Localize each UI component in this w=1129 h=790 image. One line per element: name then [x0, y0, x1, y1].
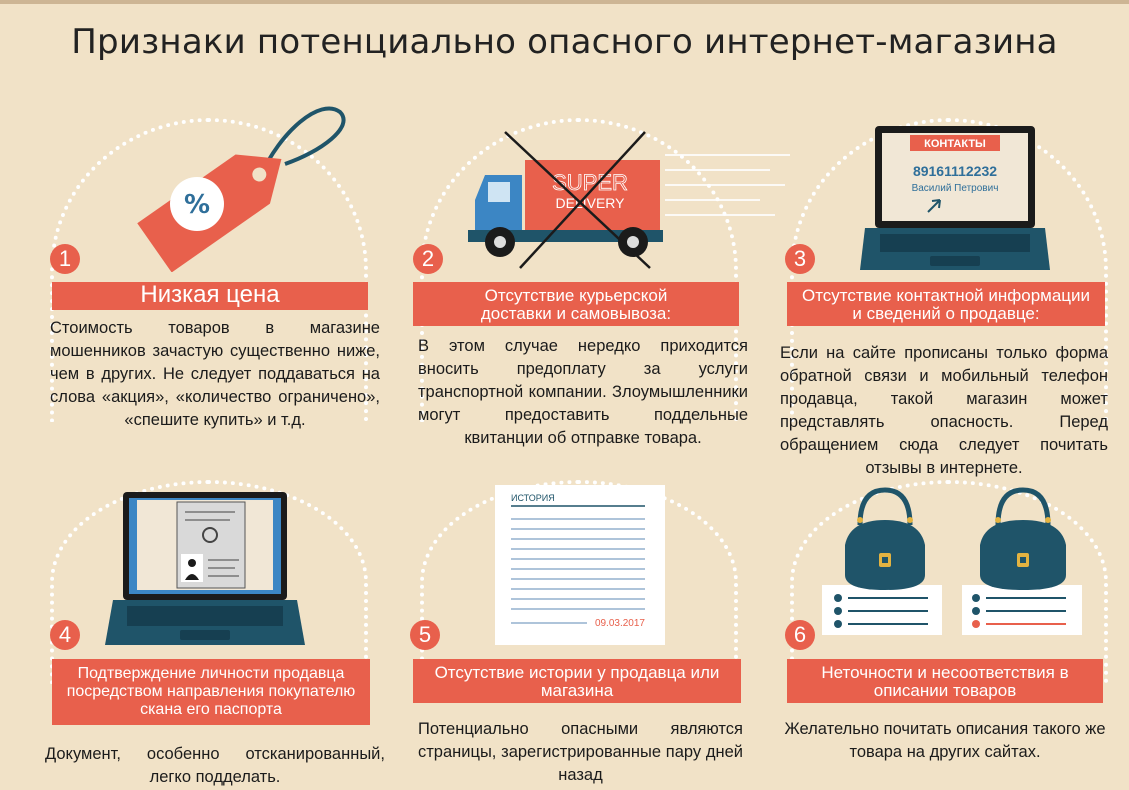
dotted-arc: [420, 480, 738, 684]
doc-label: ИСТОРИЯ: [511, 493, 555, 503]
step-number: 4: [50, 620, 80, 650]
truck-text-2: DELIVERY: [556, 195, 626, 211]
card-heading: Подтверждение личности продавца посредст…: [52, 659, 370, 725]
card-text: В этом случае нередко приходится вносить…: [418, 337, 748, 447]
card-text: Если на сайте прописаны только форма обр…: [780, 344, 1108, 477]
card-heading: Неточности и несоответствия в описании т…: [787, 659, 1103, 703]
screen-label: КОНТАКТЫ: [924, 138, 986, 150]
laptop-passport-icon: [105, 492, 305, 645]
screen-name: Василий Петрович: [912, 183, 999, 194]
crossed-truck-icon: SUPER DELIVERY: [468, 131, 790, 269]
card-text: Потенциально опасными являются страницы,…: [418, 720, 743, 784]
step-number: 6: [785, 620, 815, 650]
card-text: Желательно почитать описания такого же т…: [784, 720, 1106, 761]
history-document-icon: ИСТОРИЯ 09.03.2017: [495, 485, 665, 645]
card-heading: Отсутствие контактной информации и сведе…: [787, 282, 1105, 326]
svg-text:%: %: [184, 190, 210, 220]
price-tag-icon: %: [137, 106, 346, 272]
dotted-arc: [50, 118, 368, 422]
card-text: Стоимость товаров в магазине мошенников …: [50, 319, 380, 429]
step-number: 3: [785, 244, 815, 274]
card-heading: Отсутствие истории у продавца или магази…: [413, 659, 741, 703]
page-title: Признаки потенциально опасного интернет-…: [71, 22, 1058, 62]
doc-date: 09.03.2017: [595, 618, 645, 629]
screen-phone: 89161112232: [913, 163, 997, 179]
dotted-arc: [790, 480, 1108, 684]
card-text: Документ, особенно отсканированный, легк…: [45, 745, 385, 786]
step-number: 5: [410, 620, 440, 650]
handbags-compare-icon: [822, 487, 1082, 635]
step-number: 2: [413, 244, 443, 274]
top-border: [0, 0, 1129, 4]
step-number: 1: [50, 244, 80, 274]
dotted-arc: [50, 480, 368, 684]
laptop-contacts-icon: КОНТАКТЫ 89161112232 Василий Петрович: [860, 126, 1050, 270]
card-heading: Отсутствие курьерской доставки и самовыв…: [413, 282, 739, 326]
card-heading: Низкая цена: [52, 282, 368, 310]
